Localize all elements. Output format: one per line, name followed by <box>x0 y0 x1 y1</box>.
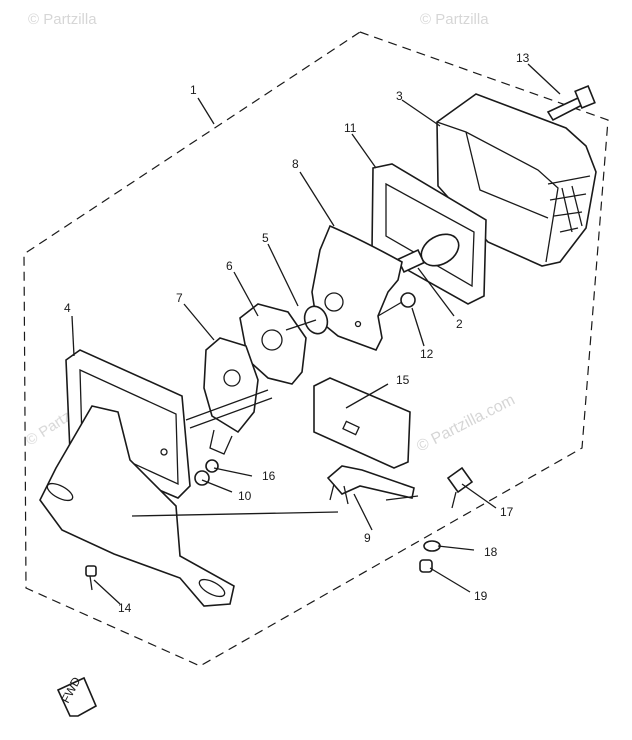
part-bulb-2 <box>397 233 460 274</box>
callout-1: 1 <box>190 83 197 97</box>
callout-12: 12 <box>420 347 434 361</box>
callout-2: 2 <box>456 317 463 331</box>
part-screw-14 <box>85 565 97 591</box>
watermark-corner-left: © Partzilla <box>28 11 97 28</box>
callout-8: 8 <box>292 157 299 171</box>
callout-6: 6 <box>226 259 233 273</box>
part-reflector-plate-15 <box>313 377 411 469</box>
callout-11: 11 <box>344 121 357 135</box>
callout-13: 13 <box>516 51 530 65</box>
part-screw-12 <box>377 292 416 317</box>
fwd-arrow: FWD <box>56 674 98 717</box>
callout-9: 9 <box>364 531 371 545</box>
callout-5: 5 <box>262 231 269 245</box>
callout-7: 7 <box>176 291 183 305</box>
part-bolt-13 <box>546 84 596 122</box>
callout-15: 15 <box>396 373 410 387</box>
leader-lines <box>71 63 561 605</box>
callout-labels: 1 2 3 4 5 6 7 8 9 10 11 12 13 14 15 16 1… <box>64 51 530 615</box>
watermark-corner-right: © Partzilla <box>420 11 489 28</box>
wire-leads <box>185 389 273 429</box>
callout-4: 4 <box>64 301 71 315</box>
callout-3: 3 <box>396 89 403 103</box>
part-hardware-17-18-19 <box>419 466 474 573</box>
assembly-boundary <box>23 31 609 667</box>
callout-14: 14 <box>118 601 132 615</box>
callout-17: 17 <box>500 505 514 519</box>
watermark-center: © Partzilla.com <box>414 391 518 455</box>
part-mounting-bracket <box>39 405 235 607</box>
callout-10: 10 <box>238 489 252 503</box>
callout-18: 18 <box>484 545 498 559</box>
part-license-bracket-9 <box>326 465 415 505</box>
callout-19: 19 <box>474 589 488 603</box>
callout-16: 16 <box>262 469 276 483</box>
part-socket-5-6 <box>239 303 329 385</box>
